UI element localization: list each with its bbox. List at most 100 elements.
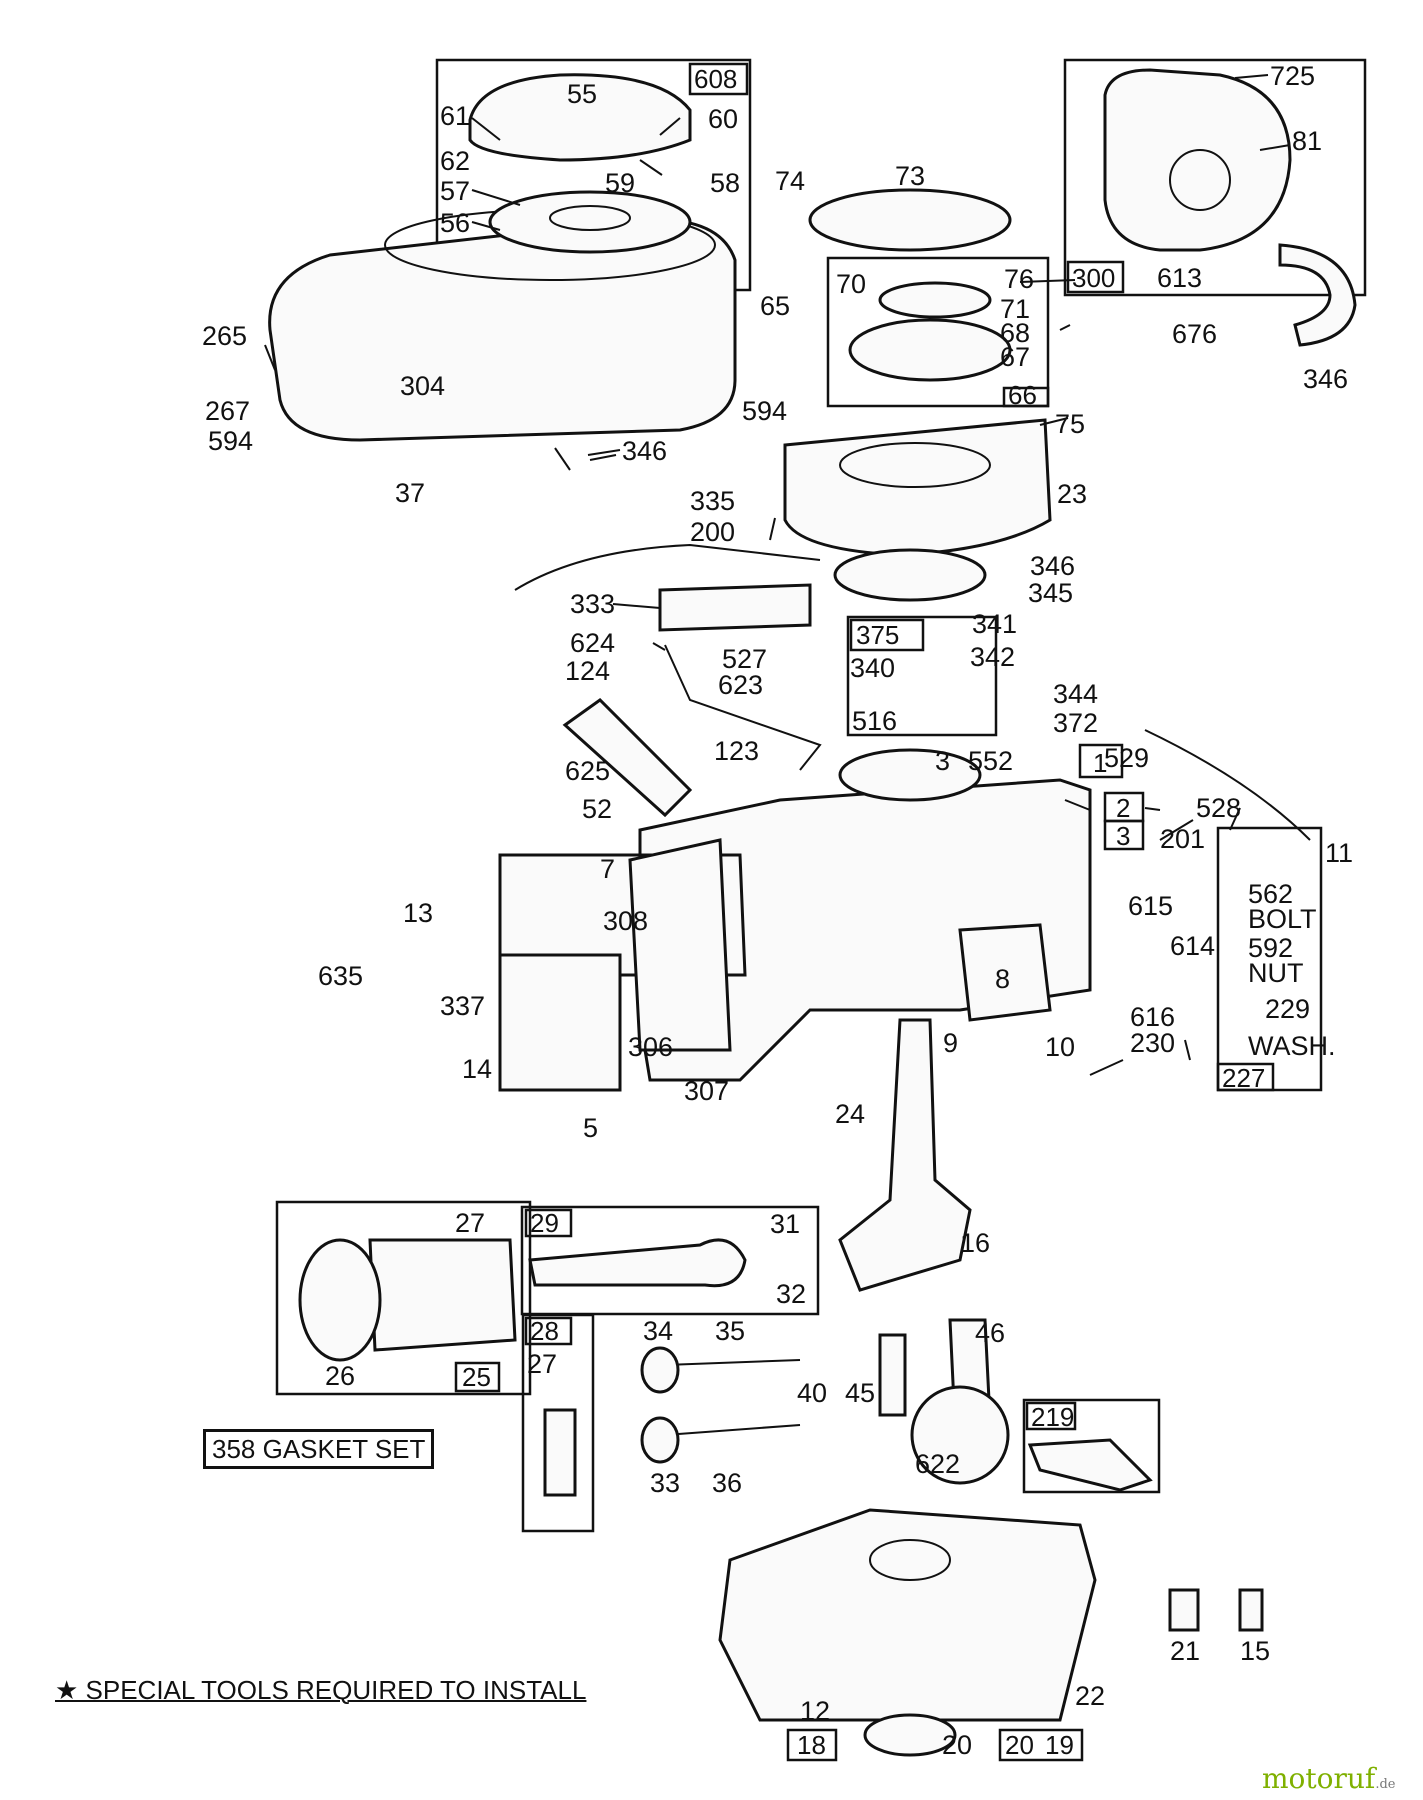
label-594-right: 594 <box>742 396 787 426</box>
label-68: 68 <box>1000 318 1030 348</box>
label-219: 219 <box>1031 1402 1074 1432</box>
part-drawings <box>268 68 1357 1757</box>
label-624: 624 <box>570 628 615 658</box>
muffler-part <box>1103 68 1292 252</box>
label-3-box: 3 <box>1116 821 1130 851</box>
label-527: 527 <box>722 644 767 674</box>
frame-3 <box>1103 819 1145 851</box>
label-67: 67 <box>1000 342 1030 372</box>
label-9: 9 <box>943 1028 958 1058</box>
label-58: 58 <box>710 168 740 198</box>
label-304: 304 <box>400 371 445 401</box>
label-529: 529 <box>1104 743 1149 773</box>
drain-plug-part <box>1168 1588 1200 1632</box>
label-725: 725 <box>1270 61 1315 91</box>
leader-lines <box>264 74 1291 1076</box>
label-124: 124 <box>565 656 610 686</box>
frame-29 <box>524 1208 573 1238</box>
label-23: 23 <box>1057 479 1087 509</box>
frame-25 <box>454 1361 501 1393</box>
label-11: 11 <box>1325 838 1353 868</box>
label-516: 516 <box>852 706 897 736</box>
label-615: 615 <box>1128 891 1173 921</box>
sump-bearing <box>869 1539 951 1581</box>
tappet-part <box>878 1333 907 1417</box>
label-18: 18 <box>797 1730 826 1760</box>
frame-19-20 <box>998 1728 1084 1762</box>
label-123: 123 <box>714 736 759 766</box>
label-28: 28 <box>530 1316 559 1346</box>
label-45: 45 <box>845 1378 875 1408</box>
box-28 <box>521 1313 595 1533</box>
frame-219 <box>1025 1401 1077 1431</box>
watermark-brand: motoruf <box>1262 1762 1376 1795</box>
crankcase-cover-part <box>718 1508 1097 1722</box>
frame-375 <box>849 618 925 652</box>
label-2: 2 <box>1116 793 1130 823</box>
label-26: 26 <box>325 1361 355 1391</box>
label-306: 306 <box>628 1032 673 1062</box>
frame-300 <box>1066 260 1125 294</box>
label-66: 66 <box>1008 380 1037 410</box>
label-36: 36 <box>712 1468 742 1498</box>
box-219 <box>1022 1398 1161 1494</box>
label-265: 265 <box>202 321 247 351</box>
site-watermark: motoruf.de <box>1262 1762 1395 1795</box>
armature-part <box>658 583 812 632</box>
label-267: 267 <box>205 396 250 426</box>
part-labels: 55 608 61 60 62 59 58 57 56 74 73 725 81… <box>202 61 1353 1760</box>
piston-rings-part <box>298 1238 382 1362</box>
label-340: 340 <box>850 653 895 683</box>
label-74: 74 <box>775 166 805 196</box>
crankshaft-part <box>838 1018 972 1292</box>
label-21: 21 <box>1170 1636 1200 1666</box>
label-20-seal: 20 <box>942 1730 972 1760</box>
label-12: 12 <box>800 1696 830 1726</box>
label-24: 24 <box>835 1099 865 1129</box>
cylinder-head-part <box>498 953 622 1092</box>
label-20-box: 20 <box>1005 1730 1034 1760</box>
valve-cover-part <box>958 923 1052 1022</box>
label-230: 230 <box>1130 1028 1175 1058</box>
label-229: 229 <box>1265 994 1310 1024</box>
label-40: 40 <box>797 1378 827 1408</box>
label-346-shroud: 346 <box>622 436 667 466</box>
fuel-line <box>1144 729 1311 841</box>
label-308: 308 <box>603 906 648 936</box>
connecting-rod-part <box>528 1238 747 1288</box>
label-676: 676 <box>1172 319 1217 349</box>
frame-18 <box>786 1728 838 1762</box>
muffler-guard-part <box>1278 243 1357 347</box>
label-31: 31 <box>770 1209 800 1239</box>
label-14: 14 <box>462 1054 492 1084</box>
label-73: 73 <box>895 161 925 191</box>
label-623: 623 <box>718 670 763 700</box>
frame-28 <box>524 1316 573 1346</box>
label-34: 34 <box>643 1316 673 1346</box>
group-boxes <box>275 58 1367 1762</box>
label-27-top: 27 <box>455 1208 485 1238</box>
label-528: 528 <box>1196 793 1241 823</box>
box-300 <box>1063 58 1367 297</box>
starter-cup-part <box>833 548 987 602</box>
exhaust-valve-stem <box>664 1359 801 1366</box>
starter-cover-part <box>468 73 692 162</box>
label-562: 562 <box>1248 879 1293 909</box>
plug-part <box>1238 1588 1264 1632</box>
label-229-wash: WASH. <box>1248 1031 1336 1061</box>
label-613: 613 <box>1157 263 1202 293</box>
label-15: 15 <box>1240 1636 1270 1666</box>
starter-pulley-part <box>488 190 692 254</box>
label-5: 5 <box>583 1113 598 1143</box>
main-bearing-part <box>838 748 982 802</box>
label-71: 71 <box>1000 294 1030 324</box>
watermark-suffix: .de <box>1375 1777 1396 1792</box>
label-307: 307 <box>684 1076 729 1106</box>
label-346-flywheel: 346 <box>1030 551 1075 581</box>
label-29: 29 <box>530 1208 559 1238</box>
label-592-nut: NUT <box>1248 958 1304 988</box>
label-594-left: 594 <box>208 426 253 456</box>
label-59: 59 <box>605 168 635 198</box>
head-gasket-part <box>628 838 732 1052</box>
